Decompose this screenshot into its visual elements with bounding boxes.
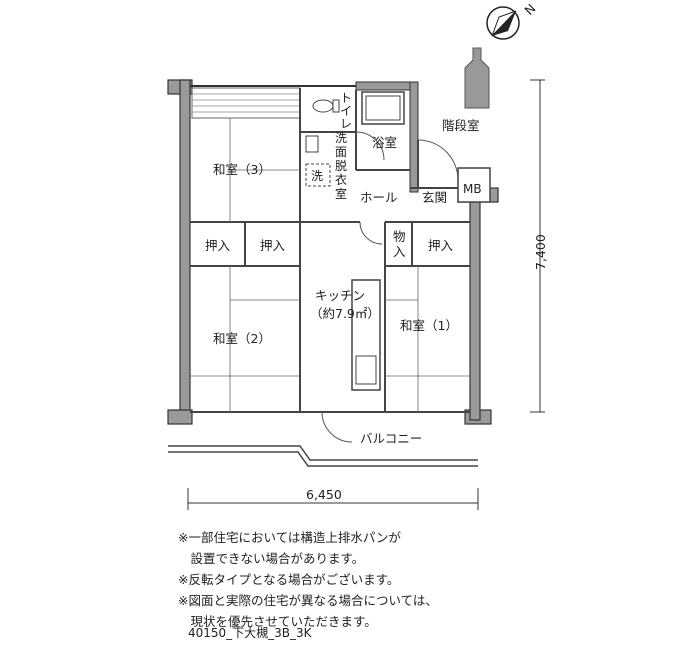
note-line-5: 現状を優先させていただきます。 xyxy=(178,614,377,629)
room-label-toilet-1: ト xyxy=(340,91,352,105)
room-label-kaidanshitsu: 階段室 xyxy=(442,118,480,133)
room-label-oshiire-a: 押入 xyxy=(205,238,231,253)
room-label-senmen-5: 室 xyxy=(335,186,347,201)
plan-code: 40150_下大槻_3B_3K xyxy=(188,626,312,640)
note-line-2: 設置できない場合があります。 xyxy=(178,551,365,566)
compass-icon: N xyxy=(486,1,539,40)
room-label-mb: MB xyxy=(463,182,482,196)
note-line-1: ※一部住宅においては構造上排水パンが xyxy=(178,530,401,545)
balcony-rail xyxy=(168,445,478,467)
room-label-yokushitsu: 浴室 xyxy=(372,135,397,150)
compass-label: N xyxy=(521,1,538,18)
notes: ※一部住宅においては構造上排水パンが 設置できない場合があります。 ※反転タイプ… xyxy=(178,527,438,632)
room-label-senmen-3: 脱 xyxy=(335,158,347,173)
floor-plan: N xyxy=(167,1,548,510)
toilet-icon xyxy=(312,99,334,113)
room-label-senmen-4: 衣 xyxy=(335,172,347,187)
room-label-oshiire-b: 押入 xyxy=(260,238,286,253)
dimension-lines xyxy=(187,79,545,510)
room-label-balcony: バルコニー xyxy=(360,431,422,446)
dimension-width: 6,450 xyxy=(306,487,342,502)
room-label-toilet-3: レ xyxy=(340,117,352,131)
room-label-washitsu3: 和室（3） xyxy=(213,162,271,177)
room-label-genkan: 玄関 xyxy=(422,190,447,205)
room-label-senmen-1: 洗 xyxy=(335,131,347,145)
washbasin-icon xyxy=(305,135,319,153)
room-label-monoire-1: 物 xyxy=(393,229,406,244)
room-label-washitsu2: 和室（2） xyxy=(213,331,271,346)
note-line-4: ※図面と実際の住宅が異なる場合については、 xyxy=(178,593,438,608)
room-label-toilet-2: イ xyxy=(340,104,352,118)
room-label-monoire-2: 入 xyxy=(393,244,406,259)
room-label-oshiire-c: 押入 xyxy=(428,238,454,253)
room-label-washitsu1: 和室（1） xyxy=(400,318,458,333)
bathtub-icon xyxy=(361,91,405,125)
washer-space xyxy=(305,163,331,187)
dimension-height: 7,400 xyxy=(533,234,548,270)
room-label-senmen-2: 面 xyxy=(335,145,347,159)
kitchen-counter xyxy=(351,279,381,391)
room-label-sen: 洗 xyxy=(311,169,323,183)
stair-arrow-icon xyxy=(464,47,490,109)
room-label-kitchen-area: （約7.9㎡） xyxy=(310,306,380,321)
room-label-kitchen: キッチン xyxy=(315,288,365,303)
note-line-3: ※反転タイプとなる場合がございます。 xyxy=(178,572,400,587)
room-label-hall: ホール xyxy=(360,190,398,205)
